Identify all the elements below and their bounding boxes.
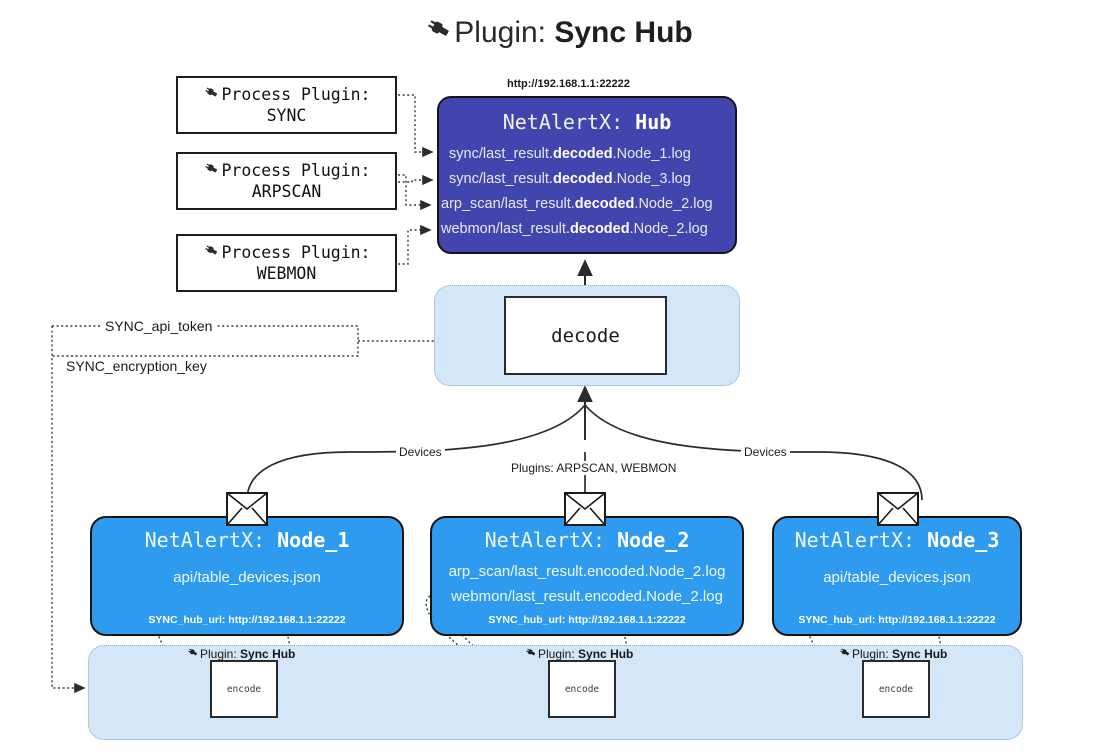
hub-url-label: http://192.168.1.1:22222 [507,78,630,90]
node-box-node-1[interactable]: NetAlertX: Node_1 api/table_devices.json… [90,516,404,636]
process-plugin-name: ARPSCAN [251,181,322,201]
process-plugin-name: WEBMON [256,263,317,283]
plug-icon [202,84,220,106]
edge-label-devices-right: Devices [741,445,790,459]
encoder-plugin-tag-3: Plugin: Sync Hub [838,646,947,661]
hub-title-name: Hub [635,110,672,134]
envelope-icon [226,492,268,531]
plug-icon [838,646,851,661]
node-box-node-2[interactable]: NetAlertX: Node_2 arp_scan/last_result.e… [430,516,744,636]
plug-icon [186,646,199,661]
process-plugin-box-arpscan[interactable]: Process Plugin: ARPSCAN [176,152,397,210]
hub-title: NetAlertX: Hub [439,110,735,134]
encode-box-1[interactable]: encode [210,660,278,718]
node-line: webmon/last_result.encoded.Node_2.log [451,587,723,605]
process-plugin-label: Process Plugin: [221,84,371,104]
hub-title-prefix: NetAlertX: [502,110,624,134]
node-line: arp_scan/last_result.encoded.Node_2.log [448,563,726,580]
encoder-plugin-tag-2: Plugin: Sync Hub [524,646,633,661]
envelope-icon [564,492,606,531]
hub-log-line: arp_scan/last_result.decoded.Node_2.log [441,195,713,212]
edge-label-plugins-center: Plugins: ARPSCAN, WEBMON [508,461,680,475]
plug-icon [524,646,537,661]
encode-box-2[interactable]: encode [548,660,616,718]
hub-log-line: webmon/last_result.decoded.Node_2.log [441,220,708,237]
node-footer: SYNC_hub_url: http://192.168.1.1:22222 [488,614,686,626]
process-plugin-box-sync[interactable]: Process Plugin: SYNC [176,76,397,134]
process-plugin-name: SYNC [266,105,307,125]
node-line-list: api/table_devices.json [92,566,402,591]
node-title: NetAlertX: Node_3 [794,528,1000,552]
node-title: NetAlertX: Node_2 [484,528,690,552]
node-footer: SYNC_hub_url: http://192.168.1.1:22222 [798,614,996,626]
page-title-name: Sync Hub [554,16,693,49]
setting-api-token-label: SYNC_api_token [101,318,217,334]
plug-icon [202,160,220,182]
encoder-plugin-tag-1: Plugin: Sync Hub [186,646,295,661]
envelope-icon [877,492,919,531]
process-plugin-box-webmon[interactable]: Process Plugin: WEBMON [176,234,397,292]
process-plugin-label: Process Plugin: [221,242,371,262]
page-title-prefix: Plugin: [454,16,547,49]
plug-icon [202,242,220,264]
node-line: api/table_devices.json [823,569,971,586]
node-box-node-3[interactable]: NetAlertX: Node_3 api/table_devices.json… [772,516,1022,636]
decode-box[interactable]: decode [504,296,667,375]
hub-log-list: sync/last_result.decoded.Node_1.log sync… [439,142,735,242]
node-line: api/table_devices.json [173,569,321,586]
node-line-list: api/table_devices.json [774,566,1020,591]
hub-log-line: sync/last_result.decoded.Node_1.log [449,146,691,162]
hub-box[interactable]: NetAlertX: Hub sync/last_result.decoded.… [437,96,737,254]
node-line-list: arp_scan/last_result.encoded.Node_2.log … [432,560,742,610]
process-plugin-label: Process Plugin: [221,160,371,180]
setting-encryption-key-label: SYNC_encryption_key [62,358,211,374]
page-title: Plugin: Sync Hub [0,14,1117,50]
plug-icon [424,14,452,50]
edge-label-devices-left: Devices [396,445,445,459]
encode-box-3[interactable]: encode [862,660,930,718]
node-title: NetAlertX: Node_1 [144,528,350,552]
hub-log-line: sync/last_result.decoded.Node_3.log [449,170,691,187]
node-footer: SYNC_hub_url: http://192.168.1.1:22222 [148,614,346,626]
